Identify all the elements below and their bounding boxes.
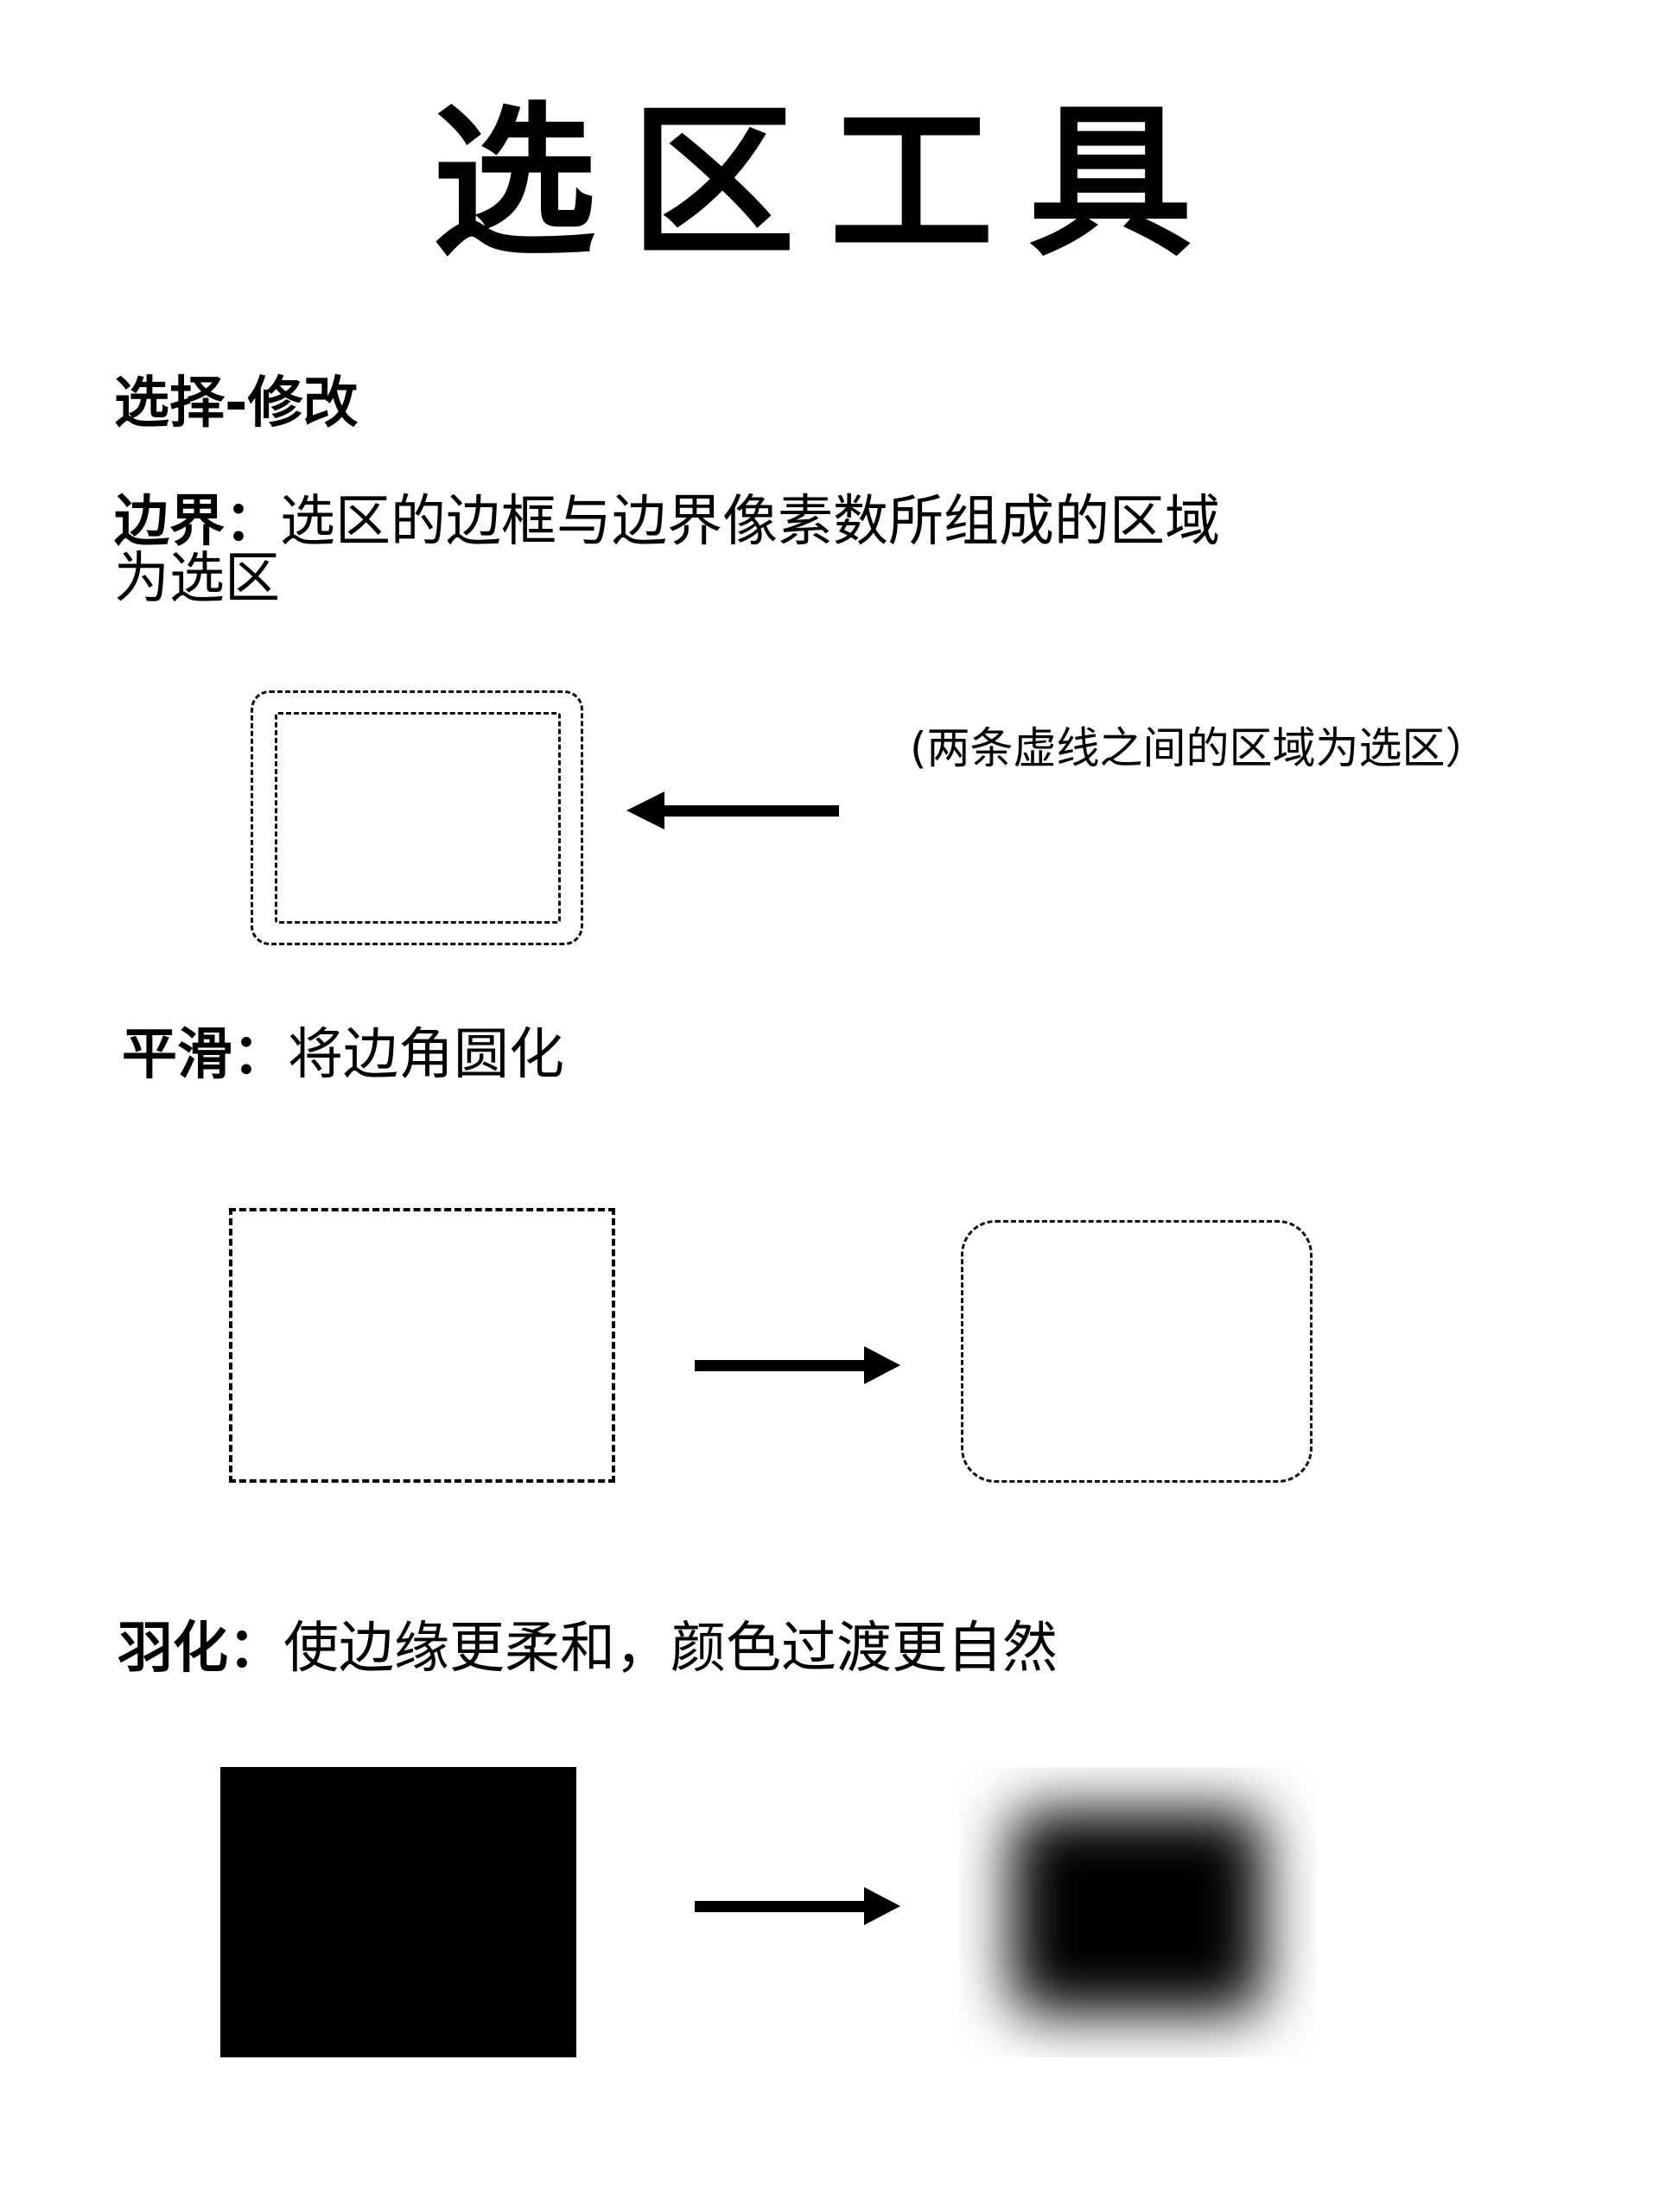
arrow-right-icon bbox=[695, 1887, 900, 1925]
page-title: 选区工具 bbox=[431, 86, 1227, 278]
border-label: 边界： bbox=[114, 490, 280, 554]
smooth-description-text: 将边角圆化 bbox=[288, 1023, 564, 1087]
smooth-description: 平滑：将边角圆化 bbox=[122, 1027, 564, 1084]
border-description-line2: 为选区 bbox=[114, 547, 280, 611]
arrow-left-icon bbox=[626, 791, 839, 830]
feather-description-text: 使边缘更柔和，颜色过渡更自然 bbox=[283, 1617, 1058, 1681]
smooth-label: 平滑： bbox=[122, 1023, 288, 1087]
border-inner-selection bbox=[275, 712, 561, 924]
smooth-before-selection bbox=[229, 1208, 615, 1483]
arrow-right-icon bbox=[695, 1346, 900, 1384]
feather-label: 羽化： bbox=[118, 1617, 283, 1681]
feather-description: 羽化：使边缘更柔和，颜色过渡更自然 bbox=[118, 1620, 1058, 1677]
border-description-line1: 选区的边框与边界像素数所组成的区域 bbox=[280, 490, 1220, 554]
feather-before-box bbox=[220, 1767, 576, 2057]
feathered-fill bbox=[1011, 1810, 1264, 2014]
section-heading: 选择-修改 bbox=[114, 372, 359, 435]
feather-after-box bbox=[959, 1767, 1316, 2057]
smooth-after-selection bbox=[961, 1220, 1313, 1483]
border-description: 边界：选区的边框与边界像素数所组成的区域 bbox=[114, 493, 1220, 550]
border-outer-selection bbox=[251, 690, 583, 945]
border-note: (两条虚线之间的区域为选区） bbox=[910, 723, 1489, 773]
